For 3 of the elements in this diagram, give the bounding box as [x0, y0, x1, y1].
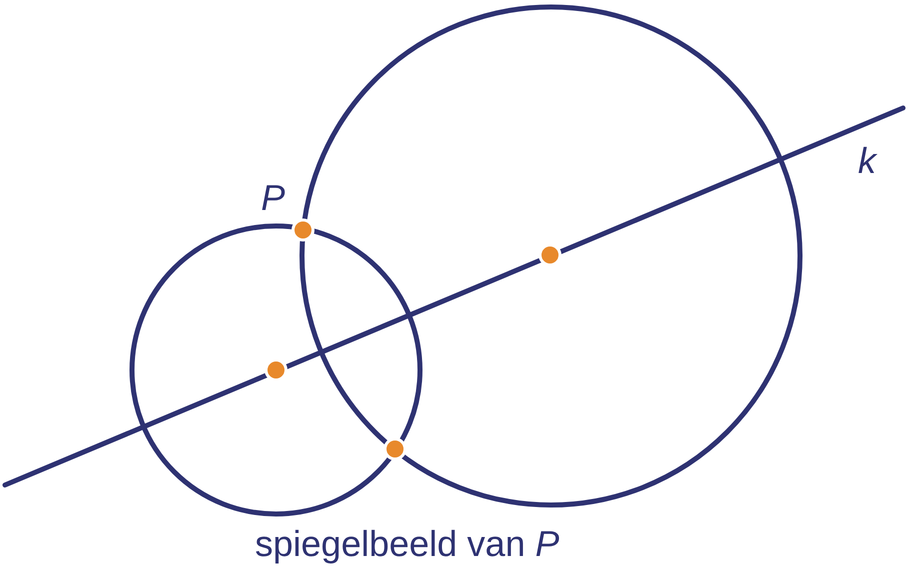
line-label: k — [858, 143, 876, 179]
annotation-text: spiegelbeeld van P — [255, 526, 560, 562]
point-label: P — [261, 180, 286, 216]
